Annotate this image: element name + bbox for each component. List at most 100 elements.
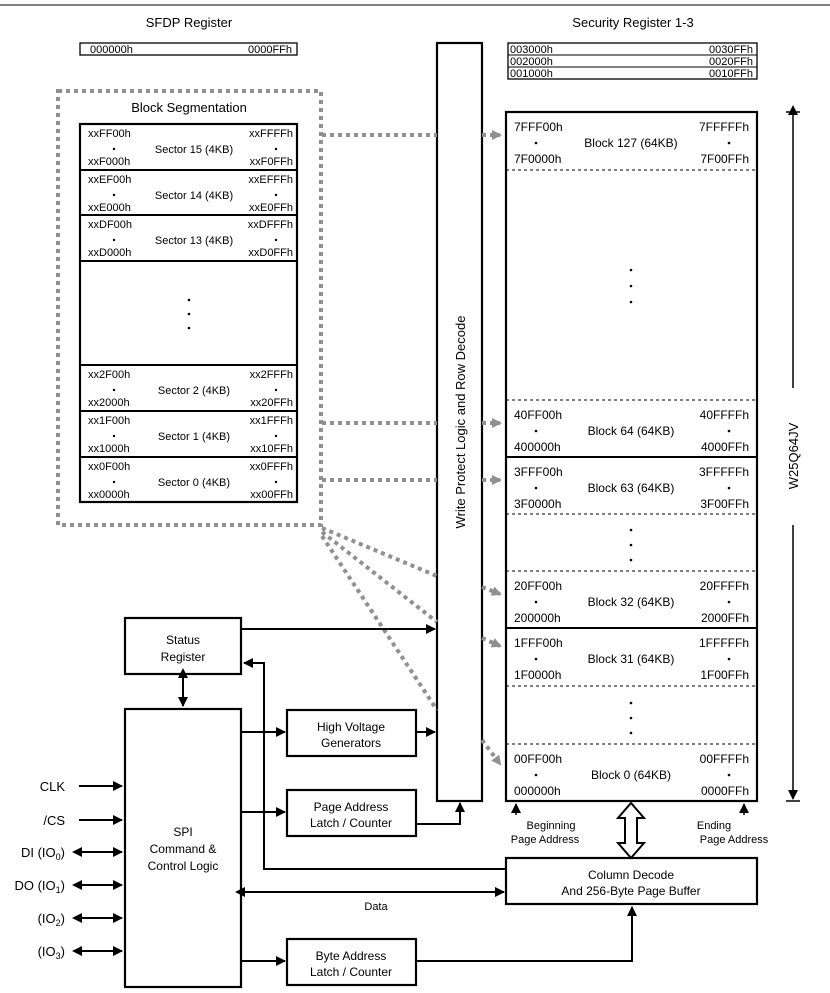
segmentation-arrows xyxy=(320,130,502,766)
block-start-bottom: 1F0000h xyxy=(514,668,561,682)
security-row-start: 001000h xyxy=(510,68,553,80)
block-end-top: 1FFFFFh xyxy=(699,636,749,650)
block-end-bottom: 2000FFh xyxy=(701,611,749,625)
sector-label: Sector 1 (4KB) xyxy=(158,431,230,443)
io-pin: DI (IO0) xyxy=(21,845,123,862)
high-voltage-generators: High Voltage Generators xyxy=(285,708,418,758)
block-dot xyxy=(727,657,731,661)
block-end-bottom: 1F00FFh xyxy=(700,668,749,682)
byte-address-label: Byte Address xyxy=(316,949,387,963)
column-decode-label: And 256-Byte Page Buffer xyxy=(561,884,700,898)
block-dot xyxy=(727,773,731,777)
block-end-bottom: 3F00FFh xyxy=(700,497,749,511)
sector-start-bottom: xx2000h xyxy=(88,397,130,409)
block-end-bottom: 0000FFh xyxy=(701,784,749,798)
block-start-top: 7FFF00h xyxy=(514,120,563,134)
ending-page-label: Page Address xyxy=(700,834,769,846)
page-address-label: Latch / Counter xyxy=(310,816,392,830)
block-label: Block 31 (64KB) xyxy=(588,652,675,666)
column-decode-buffer: Column Decode And 256-Byte Page Buffer xyxy=(504,856,759,906)
io-pin: DO (IO1) xyxy=(14,878,123,895)
chip-dimension-arrow xyxy=(786,105,800,802)
high-voltage-label: Generators xyxy=(321,736,381,750)
sector-end-bottom: xx20FFh xyxy=(250,397,293,409)
spi-label: SPI xyxy=(173,825,192,839)
sector-end-top: xx1FFFh xyxy=(250,415,293,427)
block-dot xyxy=(534,429,538,433)
sector-start-top: xxFF00h xyxy=(88,128,131,140)
security-row-end: 0020FFh xyxy=(709,56,753,68)
beginning-page-label: Beginning xyxy=(527,820,576,832)
sector-start-top: xx1F00h xyxy=(88,415,130,427)
block-start-bottom: 400000h xyxy=(514,440,561,454)
block-start-bottom: 000000h xyxy=(514,784,561,798)
block-start-bottom: 7F0000h xyxy=(514,152,561,166)
io-pin: (IO2) xyxy=(38,911,123,928)
block-end-top: 40FFFFh xyxy=(700,408,749,422)
block-start-bottom: 3F0000h xyxy=(514,497,561,511)
sector-label: Sector 15 (4KB) xyxy=(155,144,233,156)
sector-end-top: xxEFFFh xyxy=(248,174,293,186)
block-label: Block 32 (64KB) xyxy=(588,595,675,609)
sector-dot xyxy=(274,434,278,438)
block-start-top: 1FFF00h xyxy=(514,636,563,650)
block-label: Block 0 (64KB) xyxy=(591,768,671,782)
pin-label: DI (IO0) xyxy=(21,845,65,862)
block-end-top: 20FFFFh xyxy=(700,579,749,593)
page-address-label: Page Address xyxy=(314,800,389,814)
sector-dot xyxy=(112,238,116,242)
sector-end-bottom: xx00FFh xyxy=(250,489,293,501)
security-row-end: 0030FFh xyxy=(709,44,753,56)
block-dot xyxy=(534,141,538,145)
block-ellipsis xyxy=(629,268,633,735)
sector-start-bottom: xxF000h xyxy=(88,156,130,168)
block-dot xyxy=(534,773,538,777)
block-dot xyxy=(534,657,538,661)
byte-address-label: Latch / Counter xyxy=(310,965,392,979)
sector-end-top: xxDFFFh xyxy=(248,219,293,231)
beginning-page-label: Page Address xyxy=(511,834,580,846)
sector-start-bottom: xx0000h xyxy=(88,489,130,501)
byte-address-latch: Byte Address Latch / Counter xyxy=(285,937,418,987)
block-start-top: 20FF00h xyxy=(514,579,562,593)
sector-start-top: xxEF00h xyxy=(88,174,131,186)
pin-label: (IO3) xyxy=(38,944,65,961)
sector-end-bottom: xxE0FFh xyxy=(249,202,293,214)
page-address-latch: Page Address Latch / Counter xyxy=(285,788,418,838)
security-row-end: 0010FFh xyxy=(709,68,753,80)
sfdp-register: 000000h 0000FFh xyxy=(79,42,298,56)
block-dot xyxy=(534,486,538,490)
io-pin: (IO3) xyxy=(38,944,123,961)
sector-dot xyxy=(274,480,278,484)
sector-start-bottom: xx1000h xyxy=(88,443,130,455)
sector-dot xyxy=(274,238,278,242)
io-pin: CLK xyxy=(40,779,123,794)
security-row-start: 003000h xyxy=(510,44,553,56)
block-start-top: 40FF00h xyxy=(514,408,562,422)
security-row-start: 002000h xyxy=(510,56,553,68)
status-register-label: Status xyxy=(166,633,200,647)
high-voltage-label: High Voltage xyxy=(317,720,385,734)
block-end-top: 00FFFFh xyxy=(700,752,749,766)
pin-label: /CS xyxy=(43,813,65,828)
block-label: Block 63 (64KB) xyxy=(588,481,675,495)
sector-dot xyxy=(274,193,278,197)
sector-dot xyxy=(112,147,116,151)
column-decode-label: Column Decode xyxy=(588,868,674,882)
sector-dot xyxy=(112,388,116,392)
sfdp-title: SFDP Register xyxy=(146,15,233,30)
block-dot xyxy=(727,600,731,604)
block-dot xyxy=(727,486,731,490)
sector-end-bottom: xxD0FFh xyxy=(248,247,293,259)
